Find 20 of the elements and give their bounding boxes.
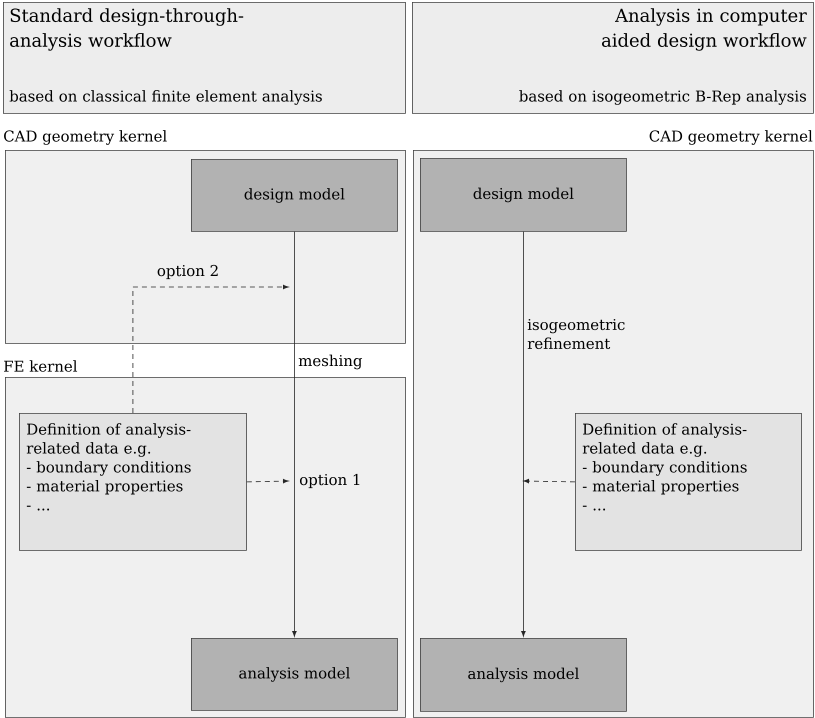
model-box: design model — [420, 158, 627, 232]
data-box: Definition of analysis-related data e.g. - boundary conditions - material properties - ... — [19, 413, 247, 551]
node-label: FE kernel — [4, 360, 78, 372]
edge-label: option 2 — [156, 264, 220, 280]
arrow — [523, 478, 576, 484]
model-box: analysis model — [420, 638, 627, 712]
edge-label: meshing — [297, 354, 364, 370]
edge-label: isogeometric refinement — [526, 318, 638, 350]
data-box: Definition of analysis-related data e.g. - boundary conditions - material properties - ... — [575, 413, 802, 551]
edge-label: option 1 — [298, 472, 362, 490]
model-box: analysis model — [191, 638, 398, 711]
node-label: CAD geometry kernel — [650, 130, 812, 145]
model-box: design model — [191, 159, 398, 232]
node-label: CAD geometry kernel — [4, 130, 167, 145]
arrow — [246, 478, 289, 484]
header-box: Standard design-through-analysis workflow based on classical finite element analysis — [3, 2, 406, 114]
arrow — [521, 231, 526, 637]
arrow — [132, 284, 289, 414]
arrow — [292, 231, 297, 637]
header-box: Analysis in computer aided design workflow based on isogeometric B-Rep analysis — [412, 2, 814, 114]
